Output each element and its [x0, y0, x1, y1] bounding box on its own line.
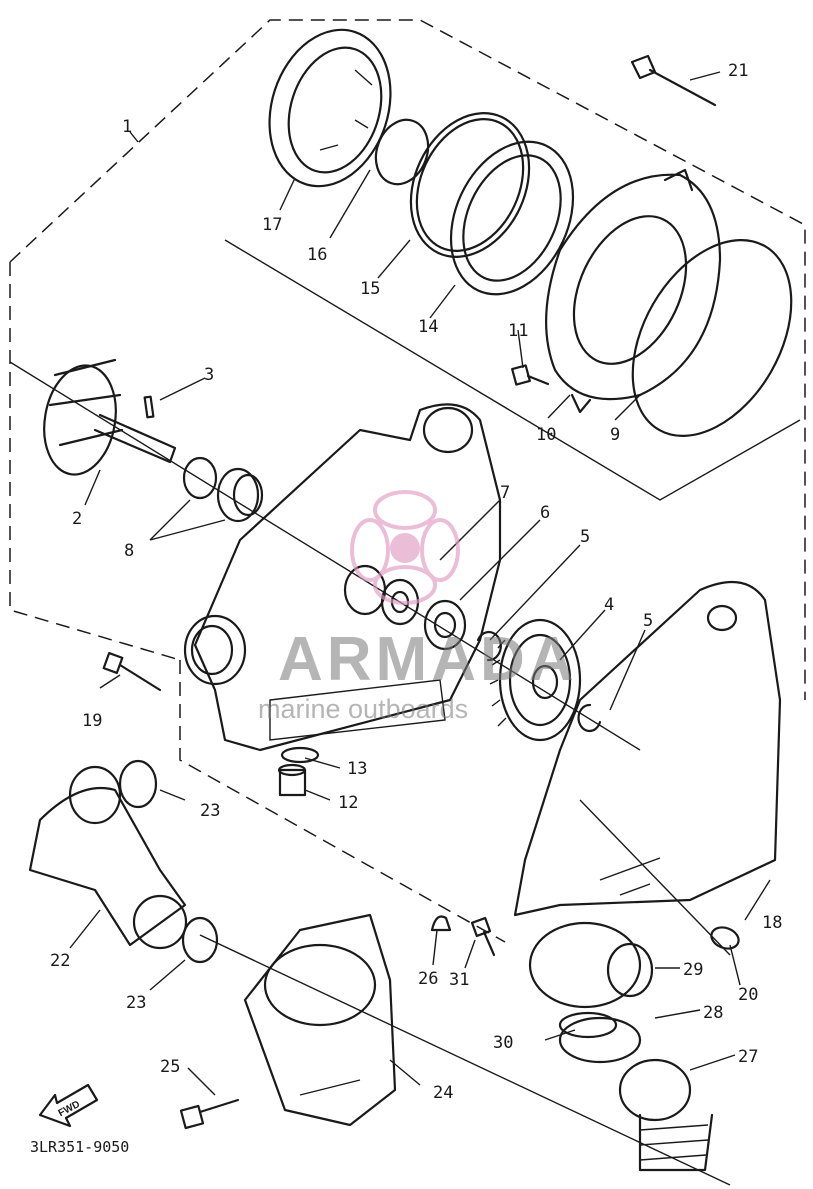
part-27-thermostat: [618, 1058, 714, 1172]
callout-5b: 5: [643, 611, 653, 631]
callout-13: 13: [347, 759, 367, 779]
callout-5a: 5: [580, 527, 590, 547]
watermark-tagline: marine outboards: [258, 694, 468, 724]
callout-14: 14: [418, 317, 438, 337]
part-2-impeller: [43, 358, 177, 476]
callout-23a: 23: [200, 801, 220, 821]
callout-29: 29: [683, 960, 703, 980]
callout-23b: 23: [126, 993, 146, 1013]
watermark-brand: ARMADA: [278, 625, 578, 694]
callout-21: 21: [728, 61, 748, 81]
callout-18: 18: [762, 913, 782, 933]
part-29-thermostat-cover: [528, 921, 654, 1009]
callout-28: 28: [703, 1003, 723, 1023]
part-24-thermostat-housing: [243, 913, 397, 1127]
callout-2: 2: [72, 509, 82, 529]
leader-lines: [69, 71, 771, 1096]
callout-22: 22: [50, 951, 70, 971]
callout-10: 10: [536, 425, 556, 445]
part-17-seal-housing: [268, 28, 392, 188]
callout-1: 1: [122, 117, 132, 137]
callout-9: 9: [610, 425, 620, 445]
part-6-bearing-alt: [423, 599, 467, 651]
part-26-cap: [430, 915, 452, 932]
callout-12: 12: [338, 793, 358, 813]
part-22-elbow-pipe: [28, 765, 188, 950]
part-5-circlip-b: [577, 703, 602, 733]
callout-19: 19: [82, 711, 102, 731]
part-10-pump-cover: [545, 168, 722, 414]
watermark: ARMADA marine outboards: [258, 490, 578, 724]
callout-24: 24: [433, 1083, 453, 1103]
part-8-bushings: [182, 456, 264, 523]
callout-30: 30: [493, 1033, 513, 1053]
part-11-bolt: [511, 364, 550, 386]
part-28-gasket: [558, 1016, 642, 1064]
part-21-long-bolt: [630, 54, 717, 107]
callout-17: 17: [262, 215, 282, 235]
part-3-pin: [143, 395, 155, 419]
part-5-circlip-a: [476, 630, 502, 662]
callout-6: 6: [540, 503, 550, 523]
callout-11: 11: [508, 321, 528, 341]
part-30-o-ring: [558, 1011, 618, 1039]
callout-27: 27: [738, 1047, 758, 1067]
callout-8: 8: [124, 541, 134, 561]
watermark-flower-icon: [350, 490, 460, 605]
callout-15: 15: [360, 279, 380, 299]
part-16-plug: [374, 118, 430, 186]
part-19-bolt: [102, 651, 162, 692]
fwd-arrow-icon: FWD: [38, 1083, 99, 1128]
callout-4: 4: [604, 595, 614, 615]
callout-20: 20: [738, 985, 758, 1005]
part-4-gear: [489, 618, 582, 742]
pump-housing: [183, 403, 502, 752]
part-12-bolt: [277, 763, 307, 797]
part-20-dowel: [710, 926, 740, 950]
part-23-o-ring-a: [118, 759, 158, 809]
callout-3: 3: [204, 365, 214, 385]
part-23-o-ring-b: [181, 916, 219, 964]
part-18-gasket: [513, 580, 782, 917]
diagram-code: 3LR351-9050: [30, 1138, 129, 1156]
part-14-seal-ring: [449, 140, 575, 296]
callout-labels: 1 2 3 4 5 5 6 7 8 9 10 11 12 13 14 15 16…: [50, 61, 782, 1103]
callout-25: 25: [160, 1057, 180, 1077]
part-15-o-ring: [409, 112, 531, 258]
part-25-bolt: [179, 1098, 240, 1130]
assembly-boundary-dashed: [9, 19, 806, 943]
part-9-gasket-ring: [631, 239, 793, 437]
part-13-o-ring: [280, 746, 320, 764]
callout-7: 7: [500, 483, 510, 503]
callout-31: 31: [449, 970, 469, 990]
part-31-bolt: [470, 916, 496, 957]
callout-26: 26: [418, 969, 438, 989]
callout-16: 16: [307, 245, 327, 265]
